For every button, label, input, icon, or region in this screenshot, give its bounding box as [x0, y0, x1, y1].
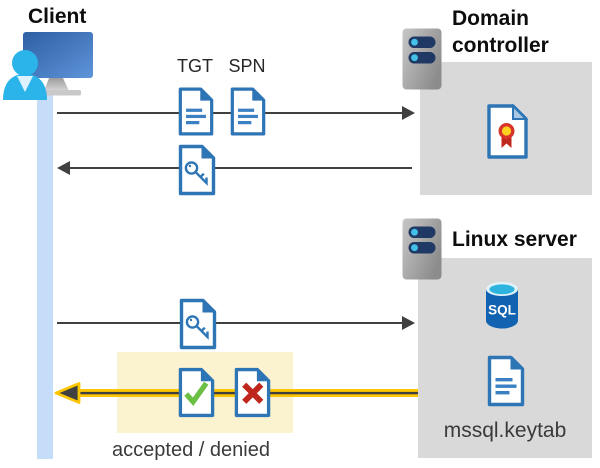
client-workstation-icon: [3, 32, 93, 100]
arrow-head-right-icon: [402, 106, 415, 120]
arrow-head-right-icon: [402, 316, 415, 330]
yellow-arrow-head-icon: [54, 382, 81, 404]
client-lifeline: [37, 90, 53, 459]
linux-server-title: Linux server: [452, 228, 577, 251]
accepted-denied-label: accepted / denied: [112, 439, 270, 461]
request-arrow-to-dc: [57, 106, 415, 120]
domain-controller-server-icon: [402, 28, 442, 90]
request-arrow-to-linux: [57, 316, 415, 330]
key-document-icon: [179, 298, 217, 350]
keytab-document-icon: [487, 355, 525, 407]
monitor-stand-icon: [44, 78, 69, 91]
keytab-file-label: mssql.keytab: [443, 419, 567, 442]
key-document-icon: [178, 144, 216, 196]
arrow-head-left-icon: [57, 161, 70, 175]
tgt-label: TGT: [177, 56, 213, 76]
sql-database-icon: SQL: [486, 282, 518, 329]
spn-label: SPN: [228, 56, 266, 76]
accepted-document-icon: [178, 367, 215, 418]
linux-server-icon: [402, 218, 442, 280]
client-title: Client: [28, 5, 87, 28]
response-arrow-from-dc: [57, 161, 412, 175]
certificate-document-icon: [487, 103, 529, 159]
domain-controller-title: Domain controller: [452, 7, 549, 57]
person-collar-icon: [17, 76, 33, 92]
monitor-base-icon: [43, 90, 81, 96]
tgt-document-icon: [178, 87, 214, 136]
spn-document-icon: [230, 87, 266, 136]
person-head-icon: [12, 50, 38, 76]
denied-document-icon: [234, 367, 271, 418]
sql-label: SQL: [488, 303, 516, 318]
monitor-icon: [23, 32, 93, 78]
